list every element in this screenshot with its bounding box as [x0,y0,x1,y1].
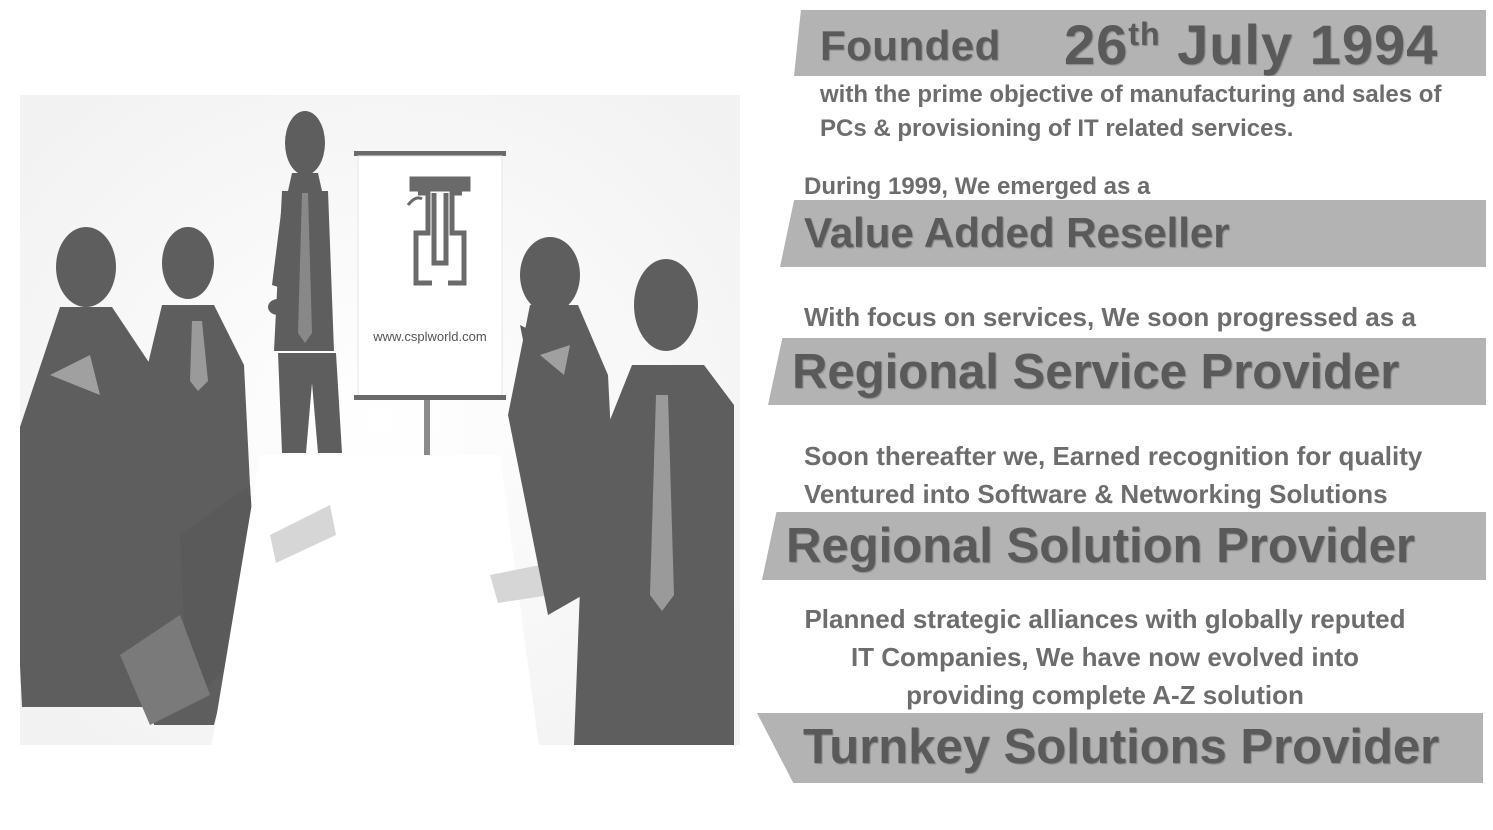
milestone-intro: Planned strategic alliances with globall… [780,600,1430,714]
milestone-title: Turnkey Solutions Provider [803,720,1440,774]
objective-line: PCs & provisioning of IT related service… [820,115,1294,142]
founded-label: Founded [820,22,1001,69]
milestone-banner-turnkey-solutions-provider: Turnkey Solutions Provider [757,713,1483,783]
milestone-intro-line: Planned strategic alliances with globall… [804,604,1406,634]
presenter-silhouette [268,111,342,453]
presentation-board: www.csplworld.com [354,151,506,480]
man-right-silhouette [574,259,734,745]
board-website-text: www.csplworld.com [372,329,486,344]
founded-banner: Founded 26th July 1994 [794,10,1486,76]
milestone-intro-line: providing complete A-Z solution [906,680,1304,710]
milestone-intro-line: Soon thereafter we, Earned recognition f… [804,441,1423,471]
objective-line: with the prime objective of manufacturin… [820,81,1442,108]
milestone-banner-regional-solution-provider: Regional Solution Provider [762,512,1486,580]
milestone-intro: With focus on services, We soon progress… [804,300,1416,334]
meeting-table [211,455,550,745]
milestone-banner-regional-service-provider: Regional Service Provider [768,338,1486,405]
milestone-intro-line: IT Companies, We have now evolved into [850,642,1360,672]
meeting-illustration: www.csplworld.com [20,95,740,745]
milestone-title: Regional Solution Provider [786,519,1415,573]
milestone-intro: During 1999, We emerged as a [804,170,1150,204]
milestone-title: Value Added Reseller [804,209,1230,256]
milestone-banner-value-added-reseller: Value Added Reseller [780,200,1486,267]
milestone-intro-line: Ventured into Software & Networking Solu… [804,479,1388,509]
milestone-intro-line: During 1999, We emerged as a [804,173,1151,200]
milestone-intro: Soon thereafter we, Earned recognition f… [804,437,1422,513]
founded-date: 26th July 1994 [1064,12,1438,76]
meeting-silhouettes: www.csplworld.com [20,95,740,745]
milestone-title: Regional Service Provider [792,345,1400,399]
objective-text: with the prime objective of manufacturin… [820,78,1441,146]
founded-month-year: July 1994 [1177,13,1439,76]
cspl-logo [406,176,471,286]
founded-day: 26 [1064,13,1129,76]
founded-day-suffix: th [1128,16,1161,52]
milestone-intro-line: With focus on services, We soon progress… [804,302,1416,332]
